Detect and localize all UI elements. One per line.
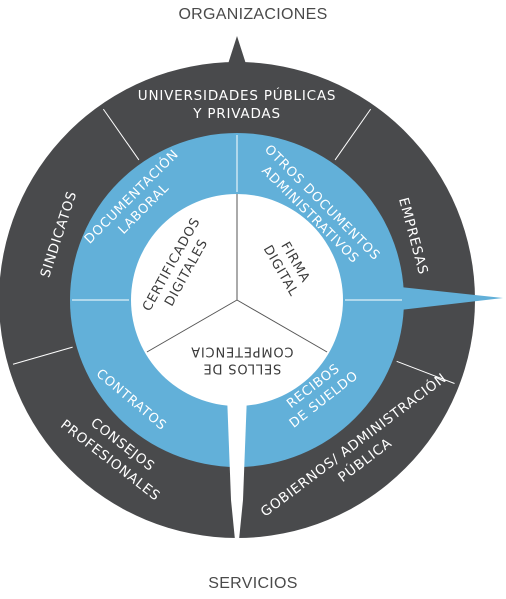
- inner-divider-1: [236, 299, 328, 353]
- bottom-gap: [227, 395, 247, 540]
- top-pointer: [228, 36, 246, 64]
- dividers: [12, 108, 455, 384]
- organization-label-0: UNIVERSIDADES PÚBLICAS Y PRIVADAS: [138, 86, 336, 122]
- outer-divider-3: [12, 346, 73, 365]
- label-line: Y PRIVADAS: [192, 106, 281, 122]
- right-pointer: [400, 287, 503, 310]
- label-line: COMPETENCIA: [190, 344, 293, 359]
- service-label-1: SELLOS DE COMPETENCIA: [190, 344, 293, 376]
- label-line: UNIVERSIDADES PÚBLICAS: [138, 86, 336, 104]
- servicios-label: SERVICIOS: [208, 575, 298, 592]
- outer-divider-2: [396, 360, 455, 384]
- inner-divider-2: [146, 299, 238, 353]
- organizaciones-label: ORGANIZACIONES: [178, 6, 328, 23]
- outer-divider-0: [102, 108, 140, 161]
- label-line: SELLOS DE: [203, 361, 282, 376]
- outer-divider-1: [334, 108, 372, 161]
